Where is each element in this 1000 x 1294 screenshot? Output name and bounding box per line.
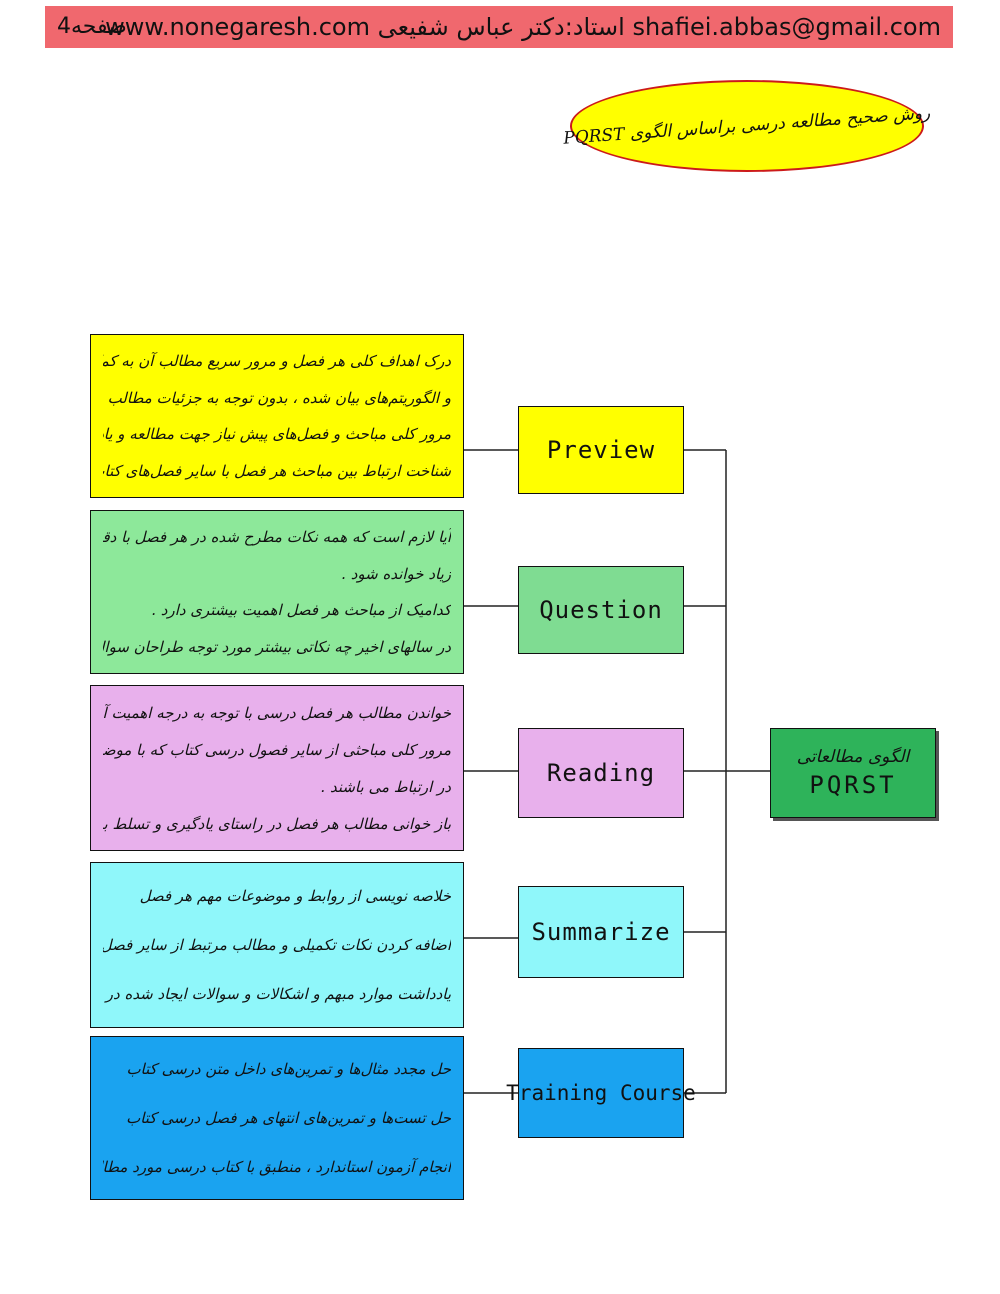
training-line-3: انجام آزمون استاندارد ، منطبق با کتاب در… [103,1157,451,1176]
preview-line-4: شناخت ارتباط بین مباحث هر فصل با سایر فص… [103,461,451,480]
root-label-persian: الگوی مطالعاتی [796,747,910,767]
training-description: حل مجدد مثال‌ها و تمرین‌های داخل متن درس… [90,1036,464,1200]
question-line-4: در سالهای اخیر چه نکاتی بیشتر مورد توجه … [103,637,451,656]
page-header: صفحه4 www.nonegaresh.com استاد:دکتر عباس… [45,6,953,48]
root-node-pqrst: الگوی مطالعاتی PQRST [770,728,936,818]
question-line-3: کدامیک از مباحث هر فصل اهمیت بیشتری دارد… [151,601,451,620]
step-preview: Preview [518,406,684,494]
reading-line-2: مرور کلی مباحثی از سایر فصول درسی کتاب ک… [103,740,451,759]
root-label-pqrst: PQRST [809,771,897,799]
summarize-description: خلاصه نویسی از روابط و موضوعات مهم هر فص… [90,862,464,1028]
step-training-course: Training Course [506,1048,696,1138]
reading-line-3: در ارتباط می باشند . [320,777,451,796]
reading-description: خواندن مطالب هر فصل درسی با توجه به درجه… [90,685,464,851]
question-description: آیا لازم است که همه نکات مطرح شده در هر … [90,510,464,674]
page-number-label: صفحه4 [57,14,127,39]
reading-line-4: باز خوانی مطالب هر فصل در راستای یادگیری… [103,814,451,833]
step-summarize: Summarize [518,886,684,978]
preview-description: درک اهداف کلی هر فصل و مرور سریع مطالب آ… [90,334,464,498]
header-contact-text: www.nonegaresh.com استاد:دکتر عباس شفیعی… [105,13,941,41]
diagram-title: روش صحیح مطالعه درسی براساس الگوی PQRST [563,80,931,172]
training-line-2: حل تست‌ها و تمرین‌های انتهای هر فصل درسی… [126,1108,451,1127]
question-line-2: زیاد خوانده شود . [341,564,451,583]
summarize-line-3: یادداشت موارد مبهم و اشکالات و سوالات ای… [103,985,451,1004]
question-line-1: آیا لازم است که همه نکات مطرح شده در هر … [103,528,451,547]
step-question: Question [518,566,684,654]
preview-line-3: مرور کلی مباحث و فصل‌های پیش نیاز جهت مط… [103,425,451,444]
summarize-line-2: اضافه کردن نکات تکمیلی و مطالب مرتبط از … [103,935,451,954]
step-reading: Reading [518,728,684,818]
preview-line-1: درک اهداف کلی هر فصل و مرور سریع مطالب آ… [103,352,451,371]
training-line-1: حل مجدد مثال‌ها و تمرین‌های داخل متن درس… [126,1060,451,1079]
preview-line-2: و الگوریتم‌های بیان شده ، بدون توجه به ج… [107,388,451,407]
reading-line-1: خواندن مطالب هر فصل درسی با توجه به درجه… [103,703,451,722]
summarize-line-1: خلاصه نویسی از روابط و موضوعات مهم هر فص… [139,886,451,905]
